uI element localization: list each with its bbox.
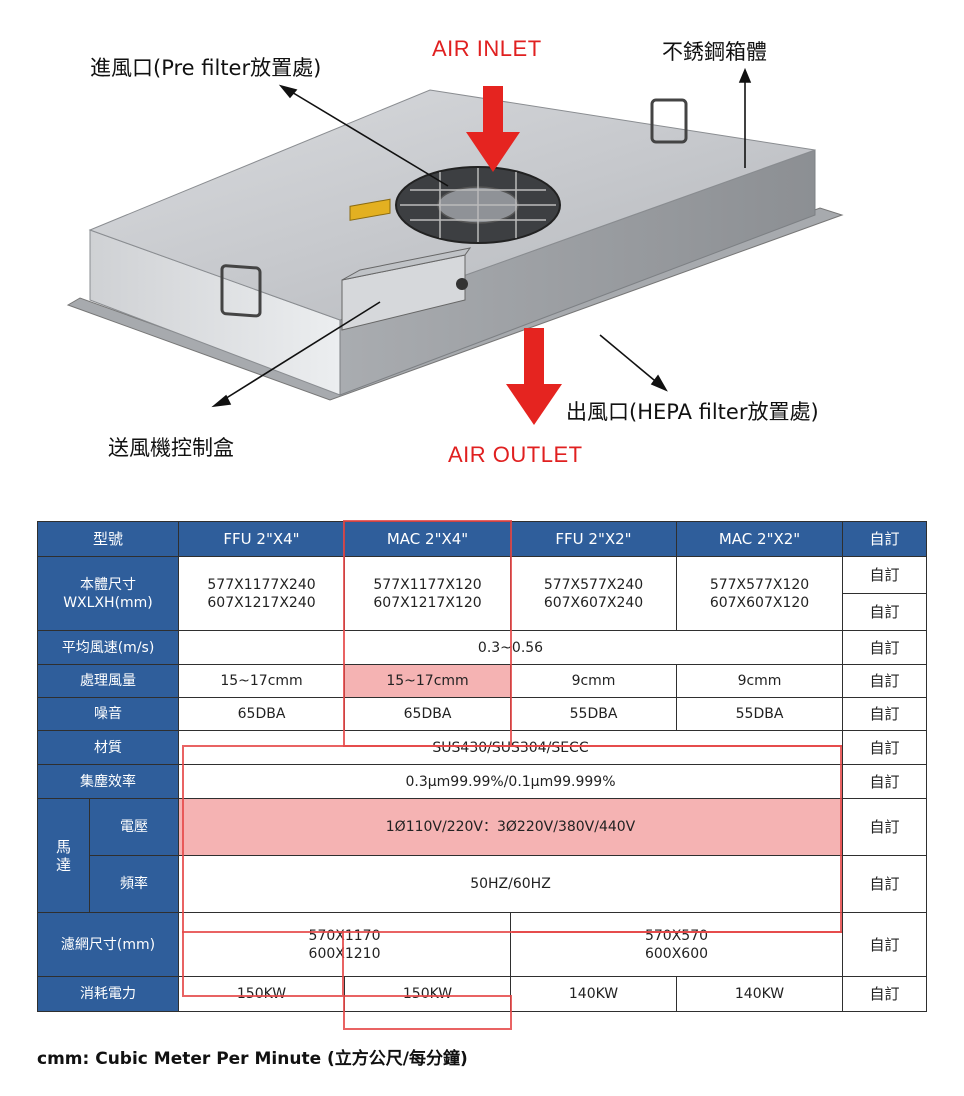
airflow-cell-highlighted: 15~17cmm	[344, 664, 512, 698]
dimension-value-line2: 607X607X240	[543, 594, 644, 611]
dimension-value-line1: 577X577X240	[543, 576, 644, 593]
frequency-row: 頻率 50HZ/60HZ 自訂	[38, 855, 928, 913]
dimension-value-line1: 577X1177X240	[207, 576, 316, 593]
control-box-label: 送風機控制盒	[108, 436, 234, 460]
velocity-row: 平均風速(m/s) 0.3~0.56 自訂	[36, 630, 928, 665]
col-header-custom: 自訂	[842, 521, 928, 557]
power-cell: 140KW	[510, 976, 678, 1012]
power-cell: 140KW	[676, 976, 844, 1012]
efficiency-row-header: 集塵效率	[36, 764, 180, 799]
dimension-cell: 577X577X120 607X607X120	[676, 556, 844, 631]
voltage-row: 馬 達 電壓 1Ø110V/220V：3Ø220V/380V/440V 自訂	[37, 798, 928, 913]
pre-filter-inlet-label: 進風口(Pre filter放置處)	[90, 56, 322, 80]
control-box-graphic	[341, 198, 472, 331]
noise-cell: 65DBA	[344, 697, 512, 731]
col-header-mac-2x2: MAC 2"X2"	[676, 521, 844, 557]
custom-cell: 自訂	[842, 798, 928, 856]
airflow-cell: 15~17cmm	[178, 664, 346, 698]
filter-size-2x2: 570X570 600X600	[510, 912, 844, 977]
noise-cell: 55DBA	[676, 697, 844, 731]
col-header-ffu-2x2: FFU 2"X2"	[510, 521, 678, 557]
filter-size-row: 濾網尺寸(mm) 570X1170 600X1210 570X570 600X6…	[36, 912, 928, 977]
custom-cell: 自訂	[842, 630, 928, 665]
dimension-label-line1: 本體尺寸	[80, 576, 136, 593]
custom-cell: 自訂	[842, 855, 928, 913]
material-value: SUS430/SUS304/SECC	[178, 730, 844, 765]
air-outlet-arrow	[506, 328, 562, 425]
voltage-row-header: 電壓	[88, 798, 180, 856]
filter-size-line2: 600X600	[644, 945, 709, 962]
noise-cell: 55DBA	[510, 697, 678, 731]
header-row: 型號 FFU 2"X4" MAC 2"X4" FFU 2"X2" MAC 2"X…	[36, 521, 928, 557]
ffu-product-figure: 進風口(Pre filter放置處) AIR INLET 不銹鋼箱體 送風機控制…	[0, 0, 964, 500]
noise-row: 噪音 65DBA 65DBA 55DBA 55DBA 自訂	[36, 697, 928, 731]
custom-cell: 自訂	[842, 697, 928, 731]
dimension-row: 本體尺寸 WXLXH(mm) 577X1177X240 607X1217X240…	[36, 556, 928, 631]
dimension-cell: 577X1177X120 607X1217X120	[344, 556, 512, 631]
motor-label-line1: 馬	[55, 837, 71, 856]
col-header-mac-2x4: MAC 2"X4"	[344, 521, 512, 557]
custom-cell: 自訂	[842, 764, 928, 799]
custom-cell: 自訂	[842, 912, 928, 977]
custom-cell: 自訂	[842, 730, 928, 765]
custom-cell: 自訂	[842, 556, 928, 594]
handle-right	[650, 98, 688, 144]
dimension-value-line2: 607X1217X120	[373, 594, 482, 611]
filter-size-2x4: 570X1170 600X1210	[178, 912, 512, 977]
noise-row-header: 噪音	[36, 697, 180, 731]
dimension-value-line2: 607X607X120	[709, 594, 810, 611]
filter-size-line1: 570X1170	[308, 927, 381, 944]
ffu-spec-table: 型號 FFU 2"X4" MAC 2"X4" FFU 2"X2" MAC 2"X…	[36, 521, 928, 1012]
material-row-header: 材質	[36, 730, 180, 765]
motor-group-header: 馬 達	[37, 798, 90, 913]
dimension-cell: 577X577X240 607X607X240	[510, 556, 678, 631]
material-row: 材質 SUS430/SUS304/SECC 自訂	[36, 730, 928, 765]
custom-cell: 自訂	[842, 593, 928, 631]
efficiency-row: 集塵效率 0.3μm99.99%/0.1μm99.999% 自訂	[36, 764, 928, 799]
air-outlet-label: AIR OUTLET	[448, 442, 583, 467]
air-inlet-arrow	[466, 86, 520, 172]
airflow-row-header: 處理風量	[36, 664, 180, 698]
efficiency-value: 0.3μm99.99%/0.1μm99.999%	[178, 764, 844, 799]
voltage-value: 1Ø110V/220V：3Ø220V/380V/440V	[178, 798, 844, 856]
dimension-cell: 577X1177X240 607X1217X240	[178, 556, 346, 631]
motor-label-line2: 達	[55, 855, 71, 874]
power-cell: 150KW	[178, 976, 346, 1012]
frequency-row-header: 頻率	[88, 855, 180, 913]
filter-size-row-header: 濾網尺寸(mm)	[36, 912, 180, 977]
velocity-row-header: 平均風速(m/s)	[36, 630, 180, 665]
airflow-cell: 9cmm	[510, 664, 678, 698]
cmm-footnote: cmm: Cubic Meter Per Minute (立方公尺/每分鐘)	[37, 1049, 468, 1069]
dimension-label-line2: WXLXH(mm)	[63, 594, 153, 611]
power-row: 消耗電力 150KW 150KW 140KW 140KW 自訂	[36, 976, 928, 1012]
power-row-header: 消耗電力	[36, 976, 180, 1012]
steel-box-label: 不銹鋼箱體	[662, 40, 767, 64]
noise-cell: 65DBA	[178, 697, 346, 731]
handle-left	[220, 264, 262, 318]
custom-cell: 自訂	[842, 976, 928, 1012]
fan-grille	[395, 166, 561, 244]
frequency-value: 50HZ/60HZ	[178, 855, 844, 913]
dimension-value-line1: 577X1177X120	[373, 576, 482, 593]
filter-size-line2: 600X1210	[308, 945, 381, 962]
model-header: 型號	[36, 521, 180, 557]
dimension-value-line2: 607X1217X240	[207, 594, 316, 611]
airflow-row: 處理風量 15~17cmm 15~17cmm 9cmm 9cmm 自訂	[36, 664, 928, 698]
air-inlet-label: AIR INLET	[432, 36, 542, 61]
filter-size-line1: 570X570	[644, 927, 709, 944]
ffu-unit-illustration	[66, 67, 844, 425]
dimension-row-2: 自訂	[38, 593, 928, 631]
leader-lines	[211, 67, 752, 408]
flange-lip	[66, 207, 844, 401]
col-header-ffu-2x4: FFU 2"X4"	[178, 521, 346, 557]
dimension-row-header: 本體尺寸 WXLXH(mm)	[36, 556, 180, 631]
velocity-value: 0.3~0.56	[178, 630, 844, 665]
power-cell: 150KW	[344, 976, 512, 1012]
airflow-cell: 9cmm	[676, 664, 844, 698]
dimension-value-line1: 577X577X120	[709, 576, 810, 593]
hepa-outlet-label: 出風口(HEPA filter放置處)	[566, 400, 819, 424]
custom-cell: 自訂	[842, 664, 928, 698]
